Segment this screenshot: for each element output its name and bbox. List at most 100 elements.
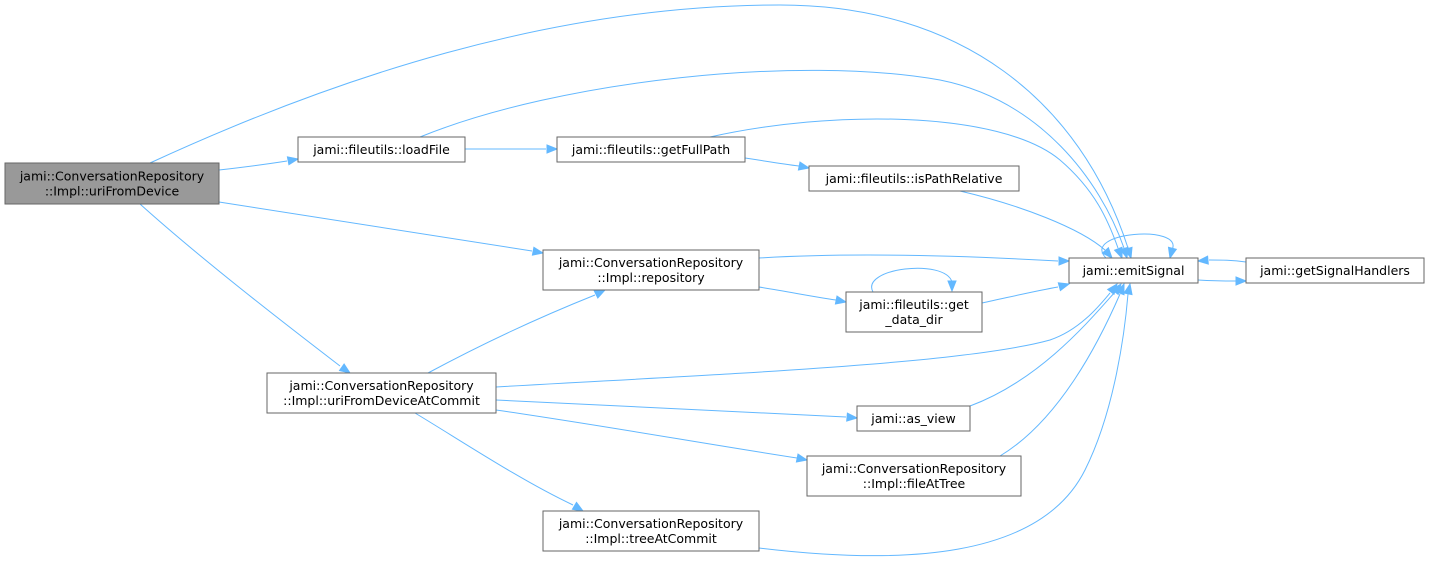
edge-uriFromDeviceAtCommit-to-treeAtCommit — [414, 412, 585, 512]
node-treeAtCommit[interactable]: jami::ConversationRepository::Impl::tree… — [542, 510, 760, 552]
arrowhead-icon — [1113, 246, 1123, 260]
edge-repository-to-emitSignal — [758, 254, 1071, 266]
node-label-line: ::Impl::uriFromDevice — [45, 184, 180, 199]
edge-line — [871, 267, 953, 293]
edge-line — [758, 293, 1129, 557]
arrowhead-icon — [1196, 255, 1209, 265]
arrowhead-icon — [947, 280, 957, 293]
arrowhead-icon — [795, 453, 809, 463]
node-box — [806, 455, 1022, 497]
edge-line — [218, 201, 533, 252]
node-label-line: ::Impl::repository — [597, 270, 705, 285]
node-label-line: ::Impl::treeAtCommit — [585, 531, 717, 546]
node-label-line: jami::ConversationRepository — [558, 255, 744, 270]
node-label-line: jami::ConversationRepository — [288, 378, 474, 393]
node-box — [542, 510, 760, 552]
edge-uriFromDevice-to-loadFile — [218, 156, 300, 171]
edge-fileAtTree-to-emitSignal — [999, 282, 1125, 457]
arrowhead-icon — [846, 412, 859, 422]
arrowhead-icon — [834, 295, 848, 305]
edge-isPathRelative-to-emitSignal — [959, 190, 1113, 260]
edge-line — [744, 157, 800, 167]
edge-line — [218, 160, 288, 171]
edge-line — [1208, 259, 1247, 263]
node-box — [542, 249, 760, 291]
edge-loadFile-to-emitSignal — [419, 69, 1129, 260]
edge-uriFromDevice-to-emitSignal — [149, 4, 1133, 260]
node-label-line: jami::fileutils::get — [858, 297, 969, 312]
edges-layer — [139, 4, 1248, 557]
arrowhead-icon — [1115, 282, 1125, 296]
edge-uriFromDeviceAtCommit-to-repository — [427, 289, 607, 374]
node-box — [1245, 257, 1425, 284]
edge-line — [495, 292, 1111, 388]
edge-uriFromDeviceAtCommit-to-as_view — [495, 399, 859, 422]
node-as-view[interactable]: jami::as_view — [856, 405, 971, 432]
arrowhead-icon — [593, 289, 607, 299]
node-label-line: ::Impl::fileAtTree — [863, 476, 966, 491]
node-label-line: jami::emitSignal — [1082, 263, 1185, 278]
node-box — [856, 405, 971, 432]
arrowhead-icon — [1123, 282, 1133, 296]
arrowhead-icon — [1058, 256, 1071, 266]
edge-get_data_dir-to-get_data_dir — [871, 267, 957, 293]
edge-line — [427, 294, 596, 374]
nodes-layer: jami::ConversationRepository::Impl::uriF… — [4, 136, 1425, 552]
edge-uriFromDevice-to-uriFromDeviceAtCommit — [139, 203, 352, 374]
edge-line — [495, 399, 847, 418]
node-uriFromDeviceAtCommit[interactable]: jami::ConversationRepository::Impl::uriF… — [266, 372, 497, 414]
node-emitSignal[interactable]: jami::emitSignal — [1068, 257, 1199, 284]
edge-treeAtCommit-to-emitSignal — [758, 282, 1133, 557]
arrowhead-icon — [338, 363, 352, 374]
edge-emitSignal-to-getSignalHandlers — [1197, 276, 1248, 286]
node-label-line: jami::fileutils::loadFile — [312, 142, 450, 157]
node-label-line: ::Impl::uriFromDeviceAtCommit — [283, 393, 480, 408]
arrowhead-icon — [1057, 282, 1071, 292]
edge-line — [981, 286, 1059, 304]
edge-line — [758, 286, 837, 301]
node-box — [845, 291, 983, 333]
arrowhead-icon — [1101, 246, 1113, 260]
edge-uriFromDeviceAtCommit-to-fileAtTree — [495, 409, 809, 463]
node-repository[interactable]: jami::ConversationRepository::Impl::repo… — [542, 249, 760, 291]
node-box — [808, 165, 1020, 192]
node-label-line: jami::getSignalHandlers — [1259, 263, 1410, 278]
node-get-data-dir[interactable]: jami::fileutils::get_data_dir — [845, 291, 983, 333]
edge-loadFile-to-getFullPath — [465, 144, 559, 154]
edge-line — [419, 69, 1125, 249]
arrowhead-icon — [286, 156, 300, 166]
edge-getSignalHandlers-to-emitSignal — [1196, 255, 1247, 265]
edge-uriFromDevice-to-repository — [218, 201, 545, 256]
arrowhead-icon — [546, 144, 559, 154]
edge-emitSignal-to-emitSignal — [1101, 233, 1178, 260]
edge-line — [495, 409, 798, 459]
arrowhead-icon — [1167, 246, 1178, 260]
node-isPathRelative[interactable]: jami::fileutils::isPathRelative — [808, 165, 1020, 192]
edge-as_view-to-emitSignal — [969, 282, 1122, 407]
edge-line — [1197, 279, 1237, 282]
edge-line — [139, 203, 341, 367]
node-getFullPath[interactable]: jami::fileutils::getFullPath — [556, 136, 746, 163]
edge-uriFromDeviceAtCommit-to-emitSignal — [495, 282, 1118, 388]
node-loadFile[interactable]: jami::fileutils::loadFile — [297, 136, 466, 163]
edge-line — [969, 291, 1116, 407]
node-label-line: jami::as_view — [870, 411, 955, 426]
edge-line — [709, 118, 1119, 249]
node-label-line: jami::ConversationRepository — [19, 169, 205, 184]
node-label-line: jami::fileutils::isPathRelative — [825, 171, 1003, 186]
node-box — [297, 136, 466, 163]
edge-getFullPath-to-isPathRelative — [744, 157, 811, 171]
edge-repository-to-get_data_dir — [758, 286, 848, 305]
node-label-line: jami::ConversationRepository — [821, 461, 1007, 476]
node-box — [4, 162, 220, 205]
edge-line — [149, 4, 1129, 249]
node-fileAtTree[interactable]: jami::ConversationRepository::Impl::file… — [806, 455, 1022, 497]
edge-getFullPath-to-emitSignal — [709, 118, 1123, 260]
arrowhead-icon — [797, 161, 811, 171]
edge-line — [959, 190, 1106, 251]
edge-line — [999, 293, 1121, 457]
node-getSignalHandlers[interactable]: jami::getSignalHandlers — [1245, 257, 1425, 284]
arrowhead-icon — [571, 501, 585, 512]
node-uriFromDevice[interactable]: jami::ConversationRepository::Impl::uriF… — [4, 162, 220, 205]
